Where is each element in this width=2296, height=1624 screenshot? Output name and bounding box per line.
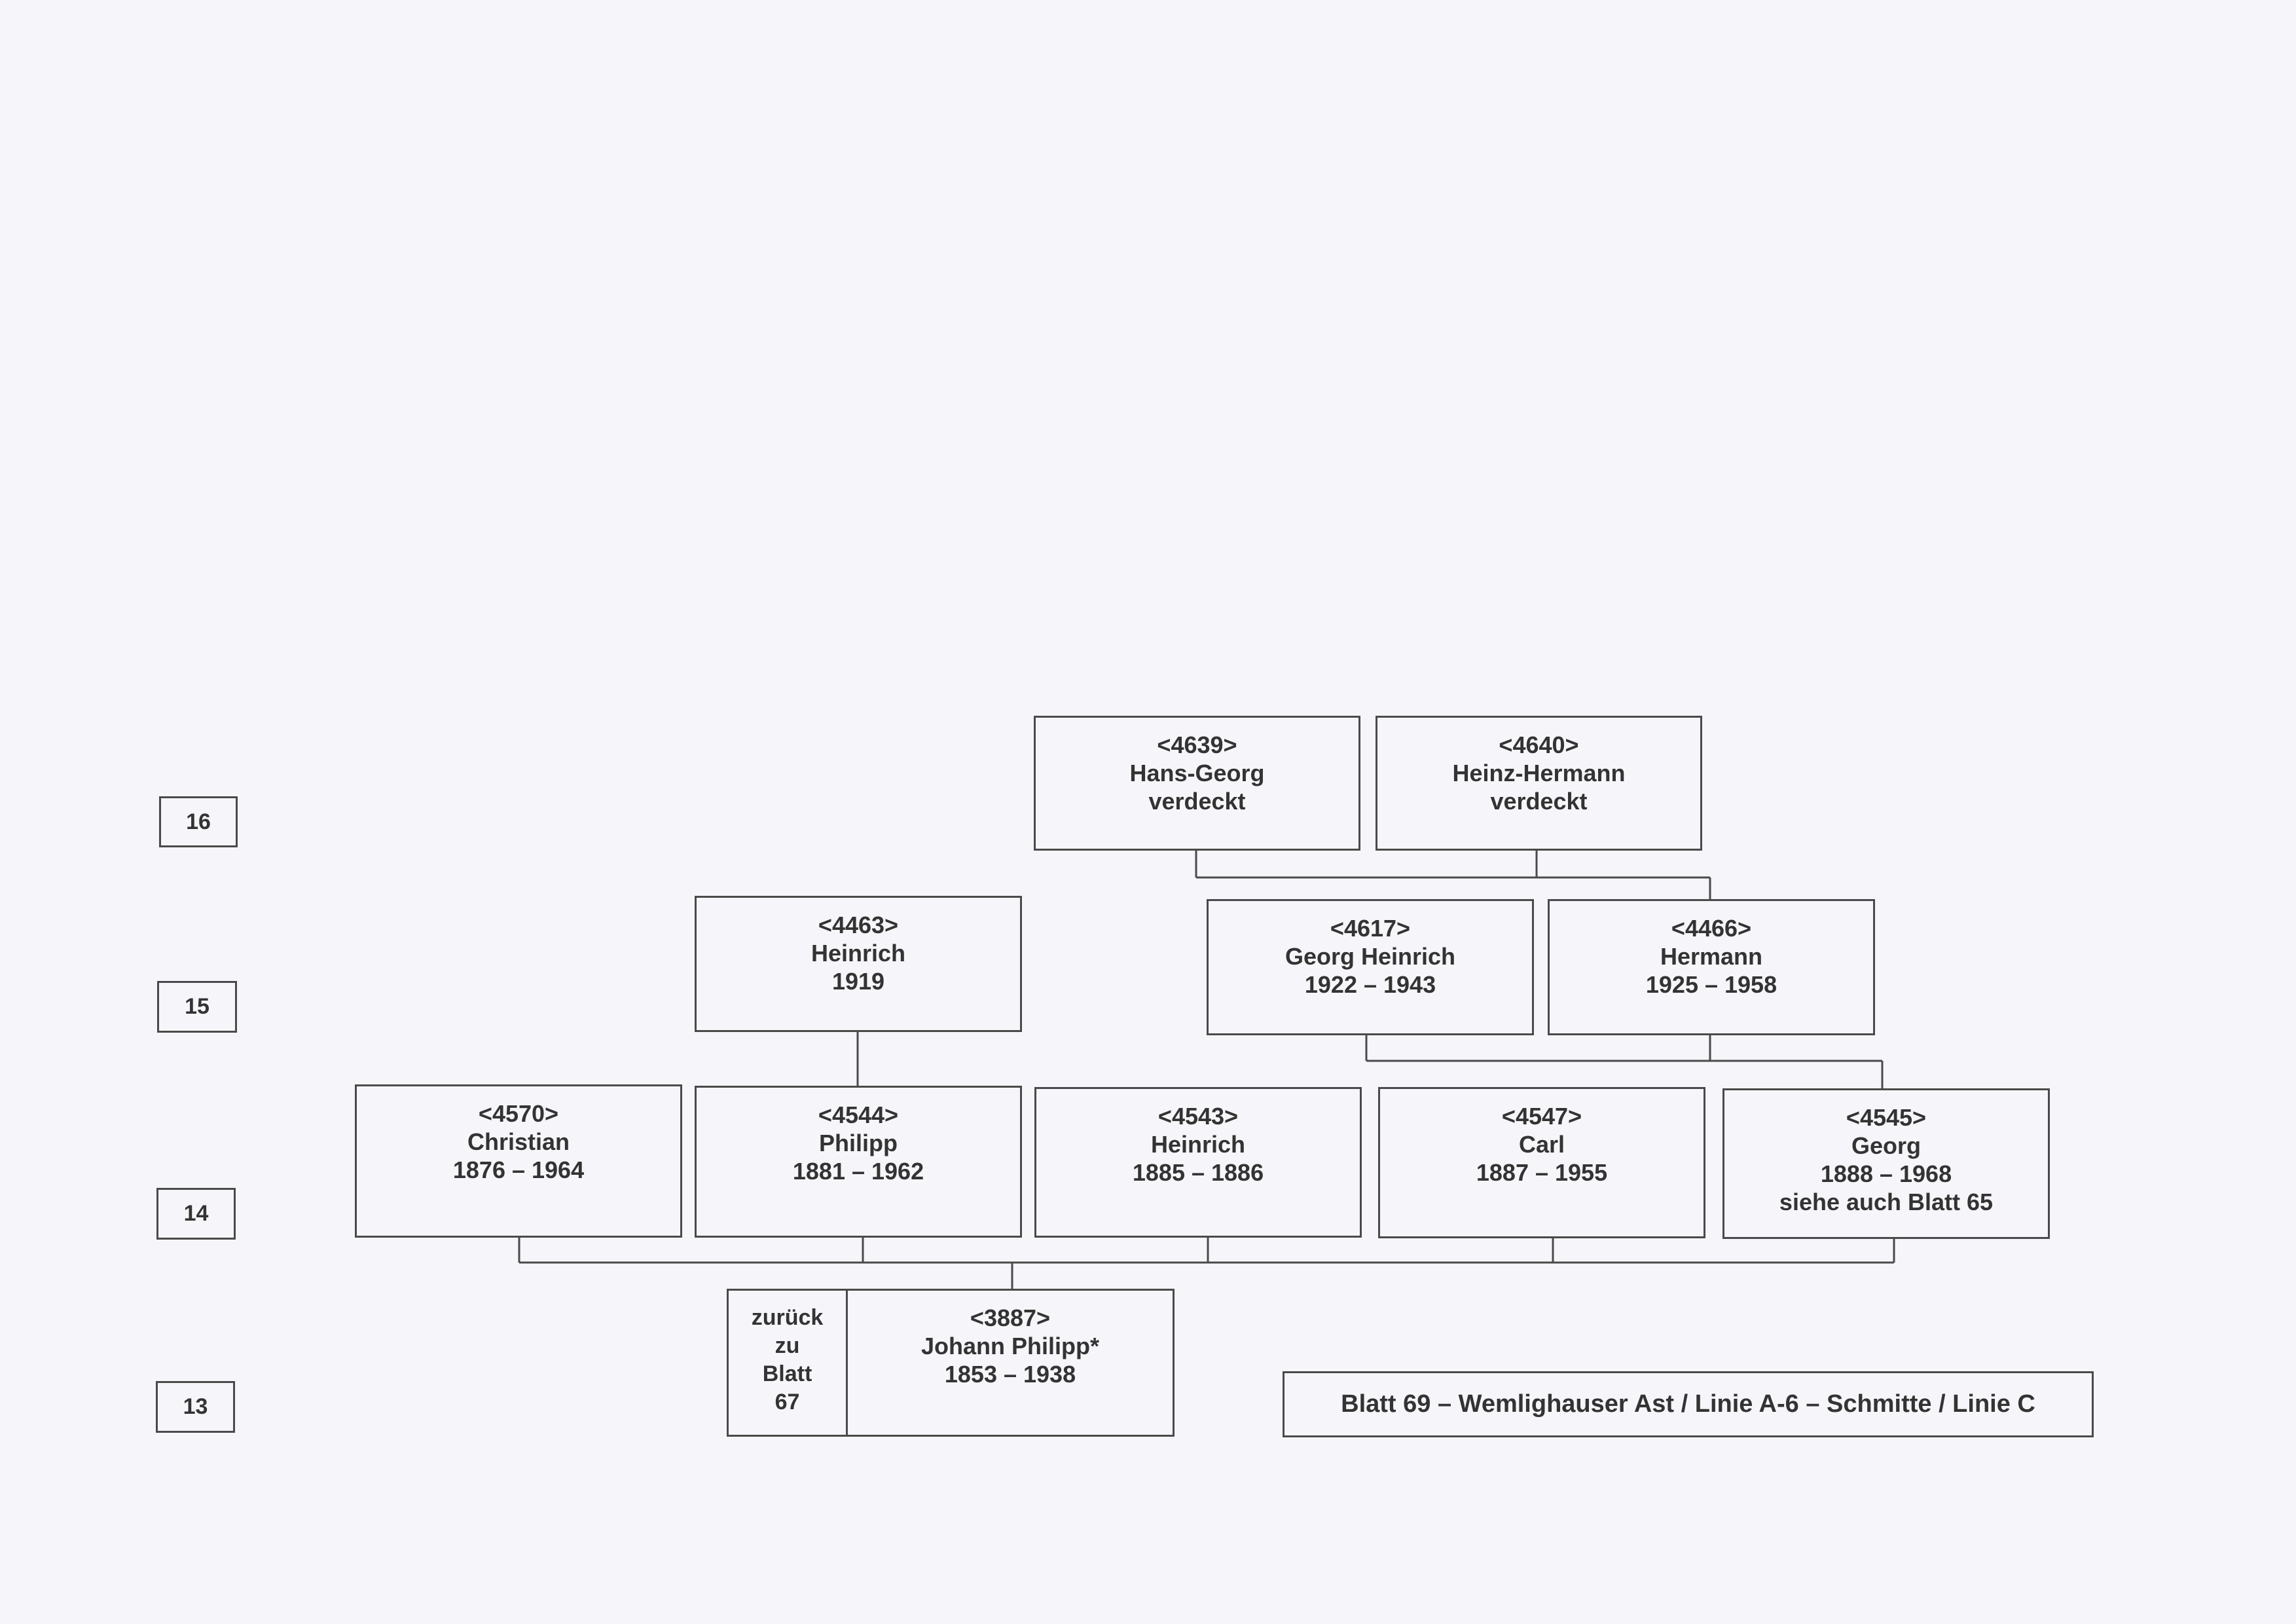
person-box-3887: <3887> Johann Philipp* 1853 – 1938 — [846, 1289, 1175, 1437]
generation-label-13: 13 — [156, 1381, 235, 1433]
person-dates: 1881 – 1962 — [792, 1158, 924, 1185]
person-dates: 1853 – 1938 — [944, 1361, 1076, 1388]
person-id: <4544> — [818, 1101, 899, 1128]
person-box-4640: <4640> Heinz-Hermann verdeckt — [1376, 716, 1702, 851]
person-id: <4639> — [1157, 731, 1237, 758]
person-dates: 1919 — [831, 968, 885, 995]
person-box-4544: <4544> Philipp 1881 – 1962 — [695, 1086, 1022, 1238]
person-name: Christian — [467, 1128, 570, 1155]
person-dates: 1885 – 1886 — [1132, 1159, 1264, 1186]
back-reference-line: zu — [774, 1333, 800, 1358]
generation-label-14: 14 — [156, 1188, 236, 1240]
person-name: Hans-Georg — [1129, 760, 1265, 786]
person-box-4466: <4466> Hermann 1925 – 1958 — [1548, 899, 1875, 1035]
person-dates: 1876 – 1964 — [452, 1156, 585, 1183]
person-name: Johann Philipp* — [920, 1333, 1099, 1359]
person-id: <4640> — [1499, 731, 1579, 758]
person-id: <4543> — [1157, 1103, 1239, 1130]
person-name: Heinrich — [1150, 1131, 1246, 1158]
person-dates: 1925 – 1958 — [1645, 971, 1777, 998]
person-id: <4617> — [1330, 915, 1411, 942]
person-name: Heinz-Hermann — [1452, 760, 1626, 786]
person-note: siehe auch Blatt 65 — [1779, 1189, 1994, 1215]
back-reference-line: Blatt — [762, 1361, 812, 1386]
person-dates: 1887 – 1955 — [1476, 1159, 1608, 1186]
back-reference-line: 67 — [774, 1390, 800, 1414]
person-name: Georg Heinrich — [1285, 943, 1456, 970]
person-box-4545: <4545> Georg 1888 – 1968 siehe auch Blat… — [1722, 1088, 2050, 1239]
person-dates: 1922 – 1943 — [1304, 971, 1436, 998]
person-name: Georg — [1851, 1132, 1921, 1159]
person-box-4570: <4570> Christian 1876 – 1964 — [355, 1084, 682, 1238]
back-reference-line: zurück — [751, 1305, 824, 1330]
person-dates: 1888 – 1968 — [1820, 1160, 1952, 1187]
sheet-title: Blatt 69 – Wemlighauser Ast / Linie A-6 … — [1283, 1371, 2094, 1437]
person-name: Carl — [1518, 1131, 1565, 1158]
person-name: Philipp — [819, 1130, 898, 1156]
person-id: <3887> — [970, 1304, 1051, 1331]
person-id: <4463> — [818, 912, 899, 938]
generation-label-15: 15 — [157, 981, 237, 1033]
person-name: Hermann — [1660, 943, 1763, 970]
person-id: <4547> — [1501, 1103, 1582, 1130]
person-box-4639: <4639> Hans-Georg verdeckt — [1034, 716, 1360, 851]
back-reference-box[interactable]: zurück zu Blatt 67 — [727, 1289, 848, 1437]
person-id: <4570> — [478, 1100, 559, 1127]
person-box-4543: <4543> Heinrich 1885 – 1886 — [1034, 1087, 1362, 1238]
person-dates: verdeckt — [1490, 788, 1588, 815]
generation-label-16: 16 — [159, 796, 238, 847]
person-box-4547: <4547> Carl 1887 – 1955 — [1378, 1087, 1705, 1238]
person-box-4617: <4617> Georg Heinrich 1922 – 1943 — [1207, 899, 1534, 1035]
person-id: <4545> — [1846, 1104, 1927, 1131]
person-box-4463: <4463> Heinrich 1919 — [695, 896, 1022, 1032]
person-id: <4466> — [1671, 915, 1752, 942]
person-name: Heinrich — [811, 940, 906, 967]
person-dates: verdeckt — [1148, 788, 1246, 815]
